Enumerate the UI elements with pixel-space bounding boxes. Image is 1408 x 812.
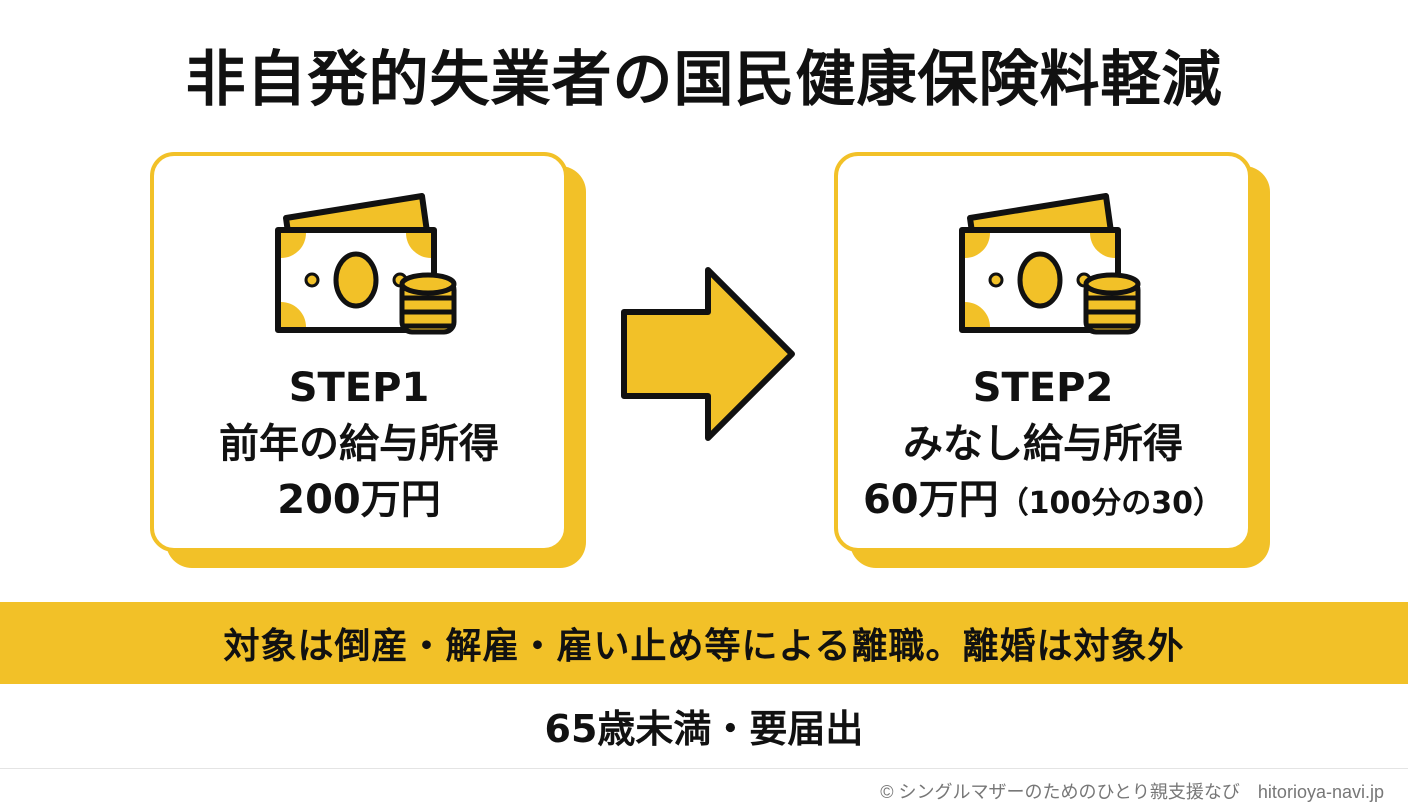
step1-amount: 200万円 [277, 477, 441, 523]
money-icon [959, 193, 1141, 335]
condition-band: 対象は倒産・解雇・雇い止め等による離職。離婚は対象外 [0, 602, 1408, 684]
copyright-text: © シングルマザーのためのひとり親支援なび hitorioya-navi.jp [880, 782, 1384, 802]
eligibility-note: 65歳未満・要届出 [544, 707, 864, 751]
money-icon [275, 193, 457, 335]
step1-description: 前年の給与所得 [219, 421, 499, 467]
condition-text: 対象は倒産・解雇・雇い止め等による離職。離婚は対象外 [223, 626, 1185, 667]
step2-description: みなし給与所得 [903, 421, 1183, 467]
arrow-right-icon [621, 267, 795, 441]
step2-amount-line: 60万円（100分の30） [838, 472, 1248, 532]
step2-label: STEP2 [972, 365, 1114, 411]
step2-card: STEP2 みなし給与所得 60万円（100分の30） [834, 152, 1252, 552]
step2-amount-note: （100分の30） [998, 486, 1224, 521]
divider [0, 768, 1408, 769]
step2-amount: 60万円 [862, 477, 999, 523]
page-title: 非自発的失業者の国民健康保険料軽減 [185, 45, 1223, 115]
step1-label: STEP1 [288, 365, 430, 411]
step1-card: STEP1 前年の給与所得 200万円 [150, 152, 568, 552]
